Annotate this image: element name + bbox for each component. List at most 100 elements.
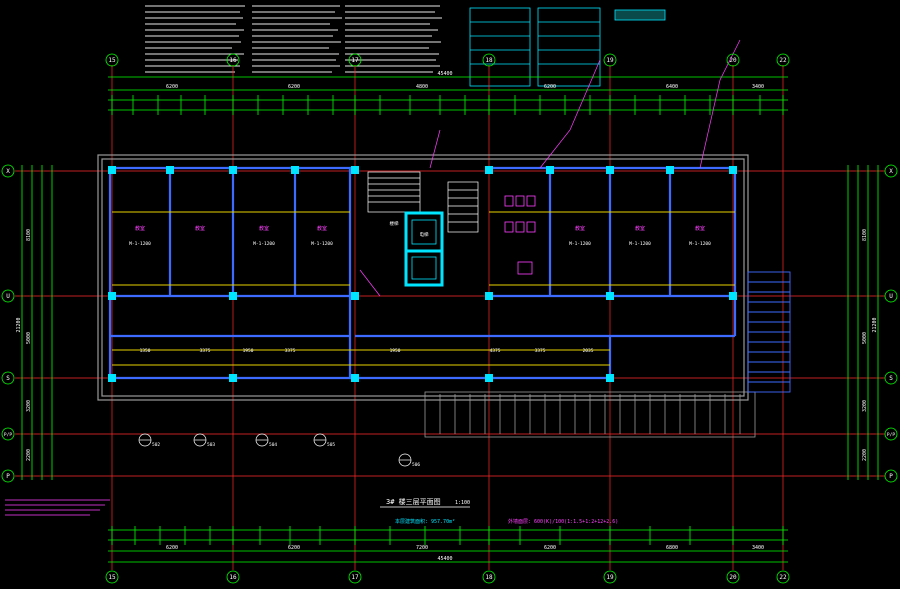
detail-mark-label: 502: [152, 442, 160, 448]
grid-bubbles-top: [105, 53, 790, 67]
stair-label: 楼梯: [390, 220, 399, 227]
walls: [108, 166, 737, 380]
detail-mark-label: 505: [327, 442, 335, 448]
legend-table: [469, 7, 666, 87]
lower-canopy: [424, 391, 756, 438]
top-bay-3: 4800: [416, 84, 428, 90]
grid-label-bottom-19: 19: [606, 574, 614, 581]
corridor-dim: 3375: [200, 348, 211, 354]
bottom-bay-1: 6200: [166, 545, 178, 551]
side-note: [5, 499, 110, 516]
room-label: 教室: [317, 225, 327, 232]
right-dim-1: 8100: [862, 229, 868, 241]
elevator-car-lines: [411, 219, 437, 280]
top-bay-5: 6400: [666, 84, 678, 90]
stair-core: [367, 171, 479, 233]
elevator-shafts: [404, 211, 444, 287]
dimension-ticks: [111, 95, 784, 545]
bottom-bay-4: 6200: [544, 545, 556, 551]
exterior-stair: [747, 271, 791, 393]
grid-label-right-p: P: [889, 473, 893, 480]
elevator-label: 电梯: [420, 231, 429, 238]
top-bay-6: 3400: [752, 84, 764, 90]
corridor-dim: 3375: [535, 348, 546, 354]
left-dim-5: 2200: [26, 449, 32, 461]
grid-label-bottom-16: 16: [229, 574, 237, 581]
area-note: 本层建筑面积: 957.70m²: [395, 518, 455, 525]
detail-markers: [138, 433, 412, 467]
grid-label-right-u: U: [889, 293, 893, 300]
door-code: M-1-1200: [129, 241, 151, 247]
bottom-bay-6: 3400: [752, 545, 764, 551]
grid-label-bottom-22: 22: [779, 574, 787, 581]
top-total-dim: 45400: [437, 71, 452, 77]
door-code: M-1-1200: [689, 241, 711, 247]
door-code: M-1-1200: [569, 241, 591, 247]
grid-label-right-s: S: [889, 375, 893, 382]
corridor-dim: 3375: [285, 348, 296, 354]
slope-note: 外墙面层: 600(K)/100(1:1.5+1:2+12+2.6): [508, 518, 618, 525]
bottom-bay-5: 6800: [666, 545, 678, 551]
grid-label-top-17: 17: [351, 57, 359, 64]
grid-bubbles-bottom: [105, 570, 790, 584]
room-label: 教室: [695, 225, 705, 232]
dimension-lines: [21, 76, 879, 563]
detail-mark-label: 503: [207, 442, 215, 448]
building-outline: [97, 154, 749, 401]
left-dim-2: 5000: [26, 332, 32, 344]
columns: [108, 166, 737, 382]
washroom-fixtures: [504, 195, 536, 275]
top-bay-2: 6200: [288, 84, 300, 90]
grid-label-top-16: 16: [229, 57, 237, 64]
left-dim-4: 3200: [26, 400, 32, 412]
grid-label-right-pp: P/P: [887, 432, 895, 438]
drawing-scale: 1:100: [455, 500, 470, 506]
right-dim-4: 3200: [862, 400, 868, 412]
grid-bubbles-left: [1, 164, 15, 483]
grid-label-left-pp: P/P: [4, 432, 12, 438]
grid-label-bottom-20: 20: [729, 574, 737, 581]
detail-mark-label: 506: [412, 462, 420, 468]
top-bay-1: 6200: [166, 84, 178, 90]
corridor-dim: 1950: [243, 348, 254, 354]
corridor-dim: 1950: [390, 348, 401, 354]
room-label: 教室: [135, 225, 145, 232]
corridor-dim: 2035: [583, 348, 594, 354]
grid-label-bottom-18: 18: [485, 574, 493, 581]
right-dim-5: 2200: [862, 449, 868, 461]
right-dim-3: 21200: [872, 317, 878, 332]
partitions: [112, 211, 735, 366]
corridor-dim: 4375: [490, 348, 501, 354]
axis-lines-vertical: [111, 65, 784, 570]
grid-label-bottom-17: 17: [351, 574, 359, 581]
door-code: M-1-1200: [253, 241, 275, 247]
grid-label-left-p: P: [6, 473, 10, 480]
grid-label-left-x: X: [6, 168, 10, 175]
room-label: 教室: [575, 225, 585, 232]
general-notes: [145, 5, 442, 73]
grid-label-right-x: X: [889, 168, 893, 175]
detail-mark-label: 504: [269, 442, 277, 448]
grid-bubbles-right: [884, 164, 898, 483]
room-label: 教室: [259, 225, 269, 232]
right-dim-2: 5000: [862, 332, 868, 344]
room-label: 教室: [195, 225, 205, 232]
grid-label-top-15: 15: [108, 57, 116, 64]
grid-label-left-s: S: [6, 375, 10, 382]
grid-label-left-u: U: [6, 293, 10, 300]
door-code: M-1-1200: [629, 241, 651, 247]
grid-label-top-20: 20: [729, 57, 737, 64]
top-bay-4: 6200: [544, 84, 556, 90]
grid-label-top-18: 18: [485, 57, 493, 64]
left-dim-1: 8100: [26, 229, 32, 241]
corridor-dim: 1350: [140, 348, 151, 354]
bottom-total-dim: 45400: [437, 556, 452, 562]
axis-lines-horizontal: [15, 170, 885, 477]
grid-label-top-19: 19: [606, 57, 614, 64]
drawing-title: 3# 楼三层平面图: [386, 497, 441, 506]
leader-lines: [359, 39, 741, 297]
grid-label-bottom-15: 15: [108, 574, 116, 581]
bottom-bay-2: 6200: [288, 545, 300, 551]
door-code: M-1-1200: [311, 241, 333, 247]
